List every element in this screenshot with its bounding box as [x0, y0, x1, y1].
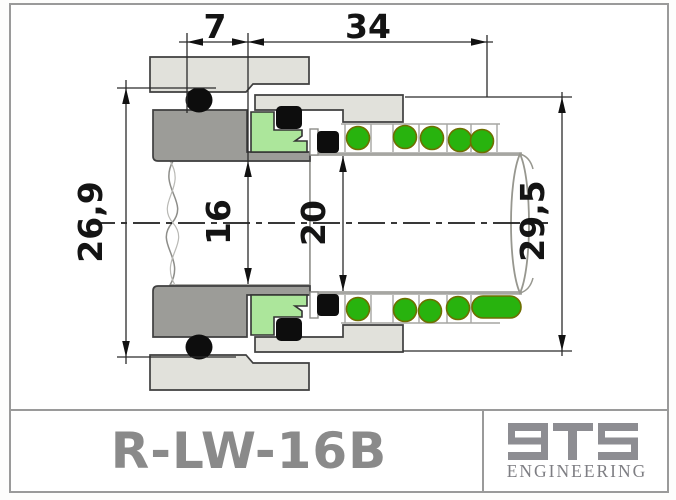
spring-coil: [392, 124, 418, 150]
spring-end-collar: [471, 295, 522, 319]
spring-coil: [469, 128, 495, 154]
part-number: R-LW-16B: [111, 422, 388, 480]
spring-coil: [447, 127, 473, 153]
dimension-arrows: [122, 38, 566, 357]
spring-coil: [445, 295, 471, 321]
dim-label-16: 16: [199, 199, 238, 245]
shaft-end-edge-top: [519, 153, 534, 170]
dimension-lines: [117, 33, 572, 364]
bts-logo: [508, 423, 638, 460]
spring-coil: [392, 297, 418, 323]
spring-row-top: [345, 124, 498, 154]
oring-sleeve: [317, 131, 339, 153]
brand-subtitle: ENGINEERING: [507, 461, 648, 481]
seal-assembly-half: [149, 56, 500, 162]
spring-coil: [345, 125, 371, 151]
dim-label-7: 7: [204, 7, 227, 46]
shaft-end-edge-bottom: [519, 277, 534, 294]
spring-row-bottom: [345, 295, 522, 324]
spring-coil: [417, 298, 443, 324]
sleeve-shoulder: [309, 128, 319, 156]
housing-gland: [149, 56, 310, 93]
spring-coil: [345, 296, 371, 322]
dim-label-20: 20: [294, 200, 333, 246]
spring-retainer: [254, 94, 404, 123]
dim-label-34: 34: [345, 7, 391, 46]
spring-coil: [419, 125, 445, 151]
dim-label-29-5: 29,5: [513, 180, 552, 261]
oring-housing: [185, 87, 213, 113]
dim-label-26-9: 26,9: [71, 181, 110, 262]
oring-seal-face: [276, 106, 302, 129]
shaft-break-line: [166, 160, 180, 286]
seal-face-ring: [250, 111, 308, 153]
